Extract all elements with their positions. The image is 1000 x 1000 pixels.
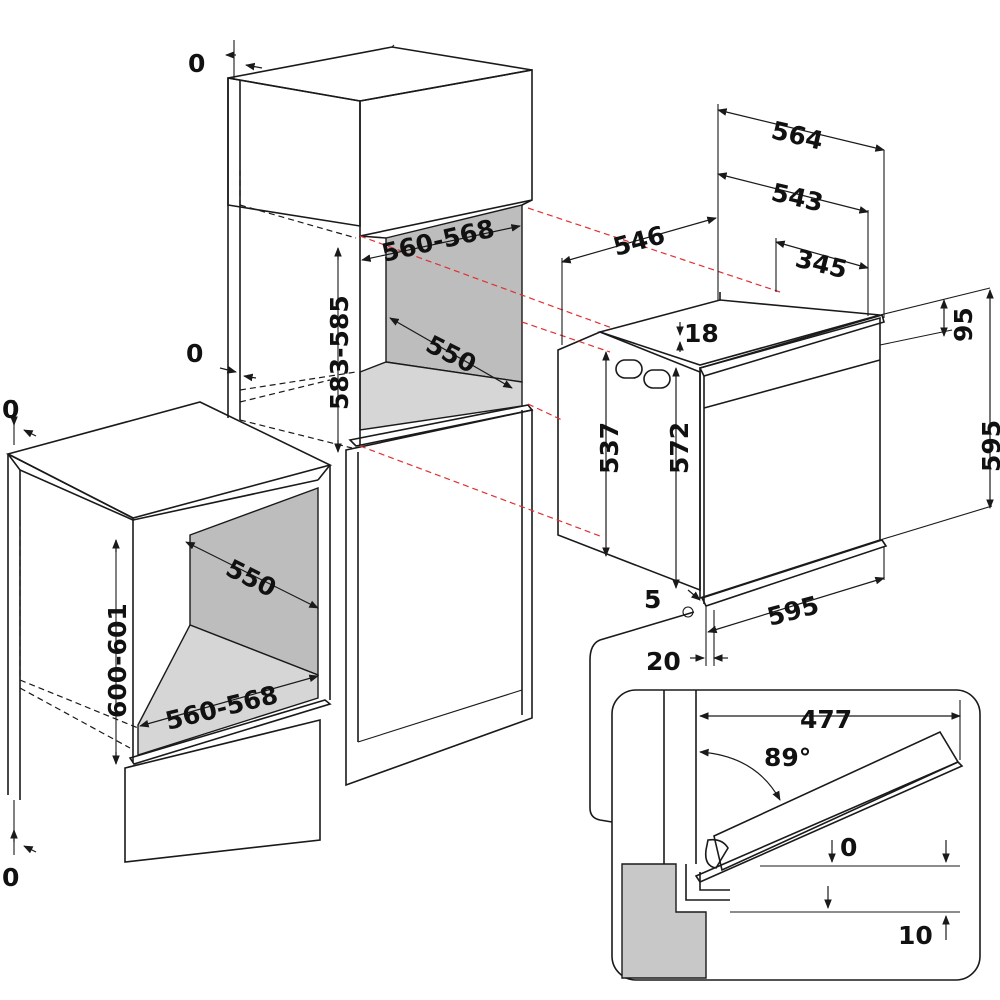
oven-front-thickness-label: 20 bbox=[646, 647, 681, 676]
base-niche-height-label: 600-601 bbox=[103, 603, 132, 718]
oven-body-height-label: 537 bbox=[595, 422, 624, 474]
door-detail-frame bbox=[611, 689, 981, 981]
base-top-gap-label: 0 bbox=[2, 395, 19, 424]
detail-open-door bbox=[713, 730, 960, 872]
vent-slot-left bbox=[615, 359, 643, 379]
base-cabinet bbox=[5, 401, 333, 863]
oven-body-depth-label: 546 bbox=[610, 220, 668, 262]
oven-total-height-label: 595 bbox=[977, 420, 1000, 472]
detail-wall-block bbox=[621, 863, 707, 979]
base-bottom-gap-label: 0 bbox=[2, 863, 19, 892]
oven-total-width-label: 595 bbox=[764, 590, 822, 632]
oven-bottom-gap-label: 5 bbox=[644, 585, 661, 614]
oven-dimensions bbox=[561, 104, 994, 666]
detail-min-gap-label: 10 bbox=[898, 921, 933, 950]
oven-front-height-label: 572 bbox=[665, 422, 694, 474]
detail-angle-label: 89° bbox=[764, 743, 811, 772]
base-unit-dimensions bbox=[10, 400, 319, 855]
oven-rear-depth-label: 345 bbox=[793, 244, 851, 285]
detail-open-depth-label: 477 bbox=[800, 705, 852, 734]
tall-niche-height-label: 583-585 bbox=[325, 295, 354, 410]
door-detail-callout bbox=[589, 611, 981, 981]
vent-slot-right bbox=[643, 369, 671, 389]
oven-depth-body-label: 543 bbox=[769, 178, 826, 218]
tall-unit-dimensions bbox=[219, 40, 521, 453]
oven-top-offset-label: 18 bbox=[684, 319, 719, 348]
tall-mid-gap-label: 0 bbox=[186, 339, 203, 368]
detail-gap-label: 0 bbox=[840, 833, 857, 862]
oven-panel-top-label: 95 bbox=[949, 307, 978, 342]
tall-top-gap-label: 0 bbox=[188, 49, 205, 78]
oven-depth-total-label: 564 bbox=[769, 116, 826, 156]
